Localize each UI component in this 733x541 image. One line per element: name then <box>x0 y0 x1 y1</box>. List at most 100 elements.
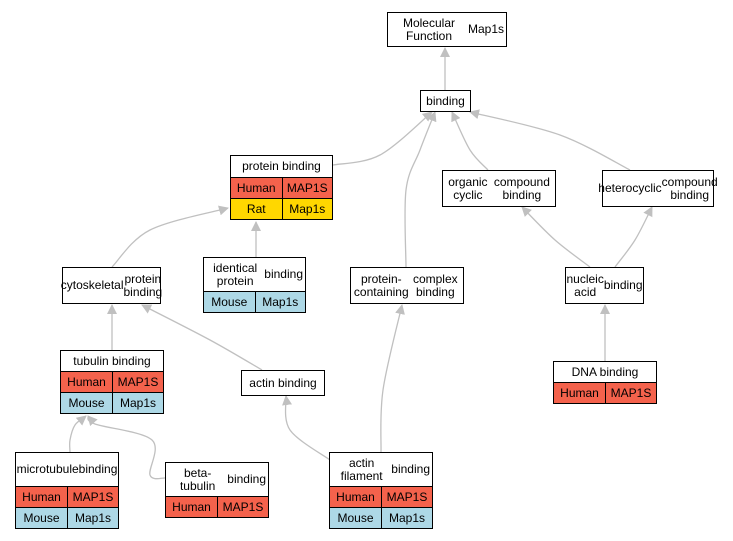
node-label: binding <box>421 91 470 111</box>
node-label-line: binding <box>264 267 303 281</box>
annotation-row-mouse: Mouse Map1s <box>61 392 163 413</box>
annotation-row-human: Human MAP1S <box>330 486 432 507</box>
annotation-row-human: Human MAP1S <box>61 371 163 392</box>
node-label: Molecular Function Map1s <box>388 13 506 46</box>
node-label-line: binding <box>426 93 465 108</box>
annotation-row-mouse: Mouse Map1s <box>16 507 118 528</box>
gene-cell: Map1s <box>67 508 118 528</box>
node-label-line: binding <box>603 278 643 292</box>
species-cell: Human <box>336 490 375 504</box>
gene-cell: Map1s <box>112 393 163 413</box>
node-label-line: compound binding <box>493 174 550 202</box>
gene-cell: Map1s <box>381 508 432 528</box>
node-label-line: identical protein <box>213 260 258 288</box>
edge-nucleic-acid-binding-to-organic-cyclic-compound-binding <box>521 206 591 268</box>
node-label-line: binding <box>227 472 266 486</box>
annotation-row-human: Human MAP1S <box>231 177 332 198</box>
node-label-line: tubulin binding <box>73 353 151 368</box>
node-label-line: Map1s <box>467 22 504 36</box>
species-cell: Mouse <box>23 511 60 525</box>
edge-organic-cyclic-compound-binding-to-binding <box>451 111 489 171</box>
node-label-line: complex binding <box>412 271 458 299</box>
edge-heterocyclic-compound-binding-to-binding <box>469 109 631 171</box>
species-cell: Mouse <box>68 396 105 410</box>
edge-microtubule-binding-to-tubulin-binding <box>68 415 87 453</box>
species-cell: Rat <box>246 202 266 216</box>
gene-cell: MAP1S <box>217 497 268 517</box>
node-label-line: protein binding <box>242 159 321 173</box>
edge-protein-binding-to-binding <box>332 111 433 166</box>
gene-cell: MAP1S <box>281 178 333 198</box>
node-label-line: DNA binding <box>571 364 639 379</box>
node-label: actin filament binding <box>330 453 432 486</box>
node-actin-binding: actin binding <box>241 370 325 396</box>
gene-cell: MAP1S <box>67 487 118 507</box>
node-label-line: organic cyclic <box>448 174 488 202</box>
node-label-line: protein binding <box>123 271 163 299</box>
node-label: tubulin binding <box>61 351 163 371</box>
node-label: beta-tubulin binding <box>166 463 268 496</box>
node-label-line: compound binding <box>661 174 718 202</box>
gene-cell: MAP1S <box>381 487 432 507</box>
node-label-line: actin binding <box>249 375 317 390</box>
edge-nucleic-acid-binding-to-heterocyclic-compound-binding <box>614 206 653 268</box>
node-label: identical protein binding <box>204 258 305 291</box>
edge-beta-tubulin-binding-to-tubulin-binding <box>87 415 166 480</box>
species-cell: Human <box>236 181 276 195</box>
annotation-row-mouse: Mouse Map1s <box>330 507 432 528</box>
annotation-row-human: Human MAP1S <box>16 486 118 507</box>
species-cell: Mouse <box>337 511 374 525</box>
edge-actin-filament-binding-to-protein-containing-complex-binding <box>380 304 405 453</box>
node-label-line: binding <box>78 462 118 476</box>
node-label-line: heterocyclic <box>598 181 662 195</box>
species-cell: Human <box>560 386 599 400</box>
species-cell: Human <box>22 490 61 504</box>
species-cell: Human <box>67 375 106 389</box>
node-binding: binding <box>420 90 471 112</box>
species-cell: Human <box>172 500 211 514</box>
edge-actin-filament-binding-to-actin-binding <box>282 395 331 461</box>
annotation-row-human: Human MAP1S <box>554 382 656 403</box>
node-label-line: nucleic acid <box>566 271 604 299</box>
gene-cell: MAP1S <box>112 372 163 392</box>
edge-cytoskeletal-protein-binding-to-protein-binding <box>111 205 229 268</box>
node-label-line: Molecular Function <box>402 15 455 43</box>
node-label-line: beta-tubulin <box>179 465 216 493</box>
node-label: DNA binding <box>554 362 656 382</box>
species-cell: Mouse <box>211 295 248 309</box>
node-molecular-function: Molecular Function Map1s <box>387 12 507 47</box>
annotation-row-mouse: Mouse Map1s <box>204 291 305 312</box>
node-label-line: binding <box>391 462 430 476</box>
edge-actin-binding-to-cytoskeletal-protein-binding <box>141 304 263 371</box>
annotation-row-human: Human MAP1S <box>166 496 268 517</box>
node-label-line: actin filament <box>340 455 383 483</box>
gene-cell: Map1s <box>281 199 333 219</box>
node-label: actin binding <box>242 371 324 395</box>
node-label-line: protein-containing <box>353 271 409 299</box>
node-label: protein binding <box>231 156 332 177</box>
edge-protein-containing-complex-binding-to-binding <box>404 111 437 268</box>
annotation-row-rat: Rat Map1s <box>231 198 332 219</box>
node-label-line: microtubule <box>16 462 79 476</box>
gene-cell: MAP1S <box>605 383 656 403</box>
gene-cell: Map1s <box>254 292 306 312</box>
